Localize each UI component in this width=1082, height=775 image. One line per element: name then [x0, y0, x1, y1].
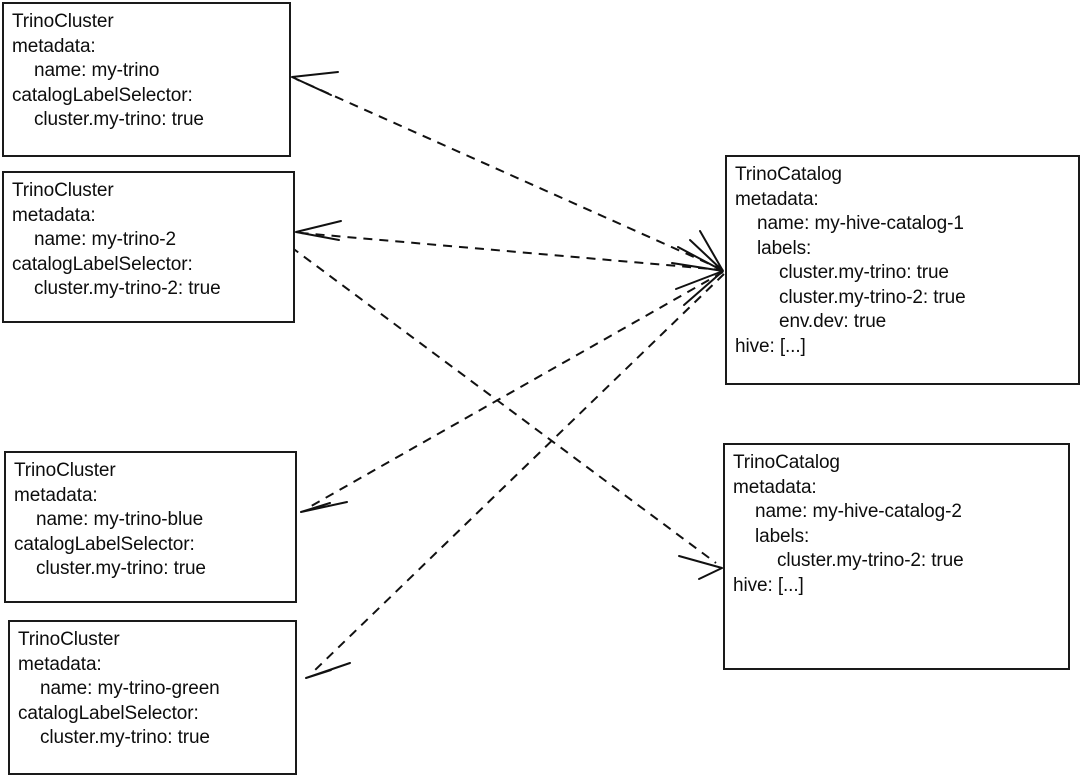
node-line: TrinoCatalog	[733, 452, 840, 473]
node-line: TrinoCluster	[12, 180, 114, 201]
node-line: cluster.my-trino: true	[779, 262, 949, 283]
node-trinocatalog-my-hive-catalog-2[interactable]: TrinoCatalog metadata: name: my-hive-cat…	[723, 443, 1070, 670]
node-line: metadata:	[733, 476, 817, 498]
node-trinocluster-my-trino-2[interactable]: TrinoCluster metadata: name: my-trino-2 …	[2, 171, 295, 323]
node-line: hive: [...]	[735, 335, 806, 357]
node-line: cluster.my-trino-2: true	[777, 550, 964, 571]
node-line: hive: [...]	[733, 574, 804, 596]
node-line: catalogLabelSelector:	[18, 702, 199, 724]
node-line: TrinoCluster	[12, 11, 114, 32]
node-line: cluster.my-trino-2: true	[34, 278, 221, 299]
node-trinocatalog-my-hive-catalog-1[interactable]: TrinoCatalog metadata: name: my-hive-cat…	[725, 155, 1080, 385]
node-line: catalogLabelSelector:	[12, 84, 193, 106]
node-trinocluster-my-trino-blue[interactable]: TrinoCluster metadata: name: my-trino-bl…	[4, 451, 297, 603]
edge-catalog1-to-my-trino-blue	[300, 271, 724, 513]
node-line: metadata:	[12, 35, 96, 57]
node-trinocluster-my-trino-green[interactable]: TrinoCluster metadata: name: my-trino-gr…	[8, 620, 297, 775]
node-line: cluster.my-trino: true	[36, 558, 206, 579]
node-line: TrinoCatalog	[735, 164, 842, 185]
node-line: name: my-trino-blue	[36, 509, 204, 530]
node-line: metadata:	[12, 204, 96, 226]
node-line: name: my-hive-catalog-2	[755, 501, 962, 522]
node-line: env.dev: true	[779, 311, 887, 332]
node-line: name: my-trino	[34, 60, 160, 81]
node-line: catalogLabelSelector:	[14, 533, 195, 555]
node-line: metadata:	[18, 653, 102, 675]
edge-my-trino-2-to-catalog2	[290, 246, 723, 580]
node-line: name: my-trino-green	[40, 678, 220, 699]
node-line: labels:	[757, 237, 812, 259]
node-line: cluster.my-trino: true	[34, 109, 204, 130]
node-trinocluster-my-trino[interactable]: TrinoCluster metadata: name: my-trino ca…	[2, 2, 291, 157]
node-line: TrinoCluster	[14, 460, 116, 481]
node-line: metadata:	[735, 188, 819, 210]
node-line: catalogLabelSelector:	[12, 253, 193, 275]
node-line: cluster.my-trino: true	[40, 727, 210, 748]
node-line: TrinoCluster	[18, 629, 120, 650]
arrow-convergence-point	[671, 230, 724, 306]
node-line: metadata:	[14, 484, 98, 506]
node-line: cluster.my-trino-2: true	[779, 286, 966, 308]
edge-catalog1-to-my-trino	[291, 71, 724, 271]
node-line: name: my-trino-2	[34, 229, 176, 250]
node-line: name: my-hive-catalog-1	[757, 213, 964, 234]
edge-catalog1-to-my-trino-green	[305, 273, 725, 679]
edge-catalog1-to-my-trino-2	[295, 220, 724, 271]
node-line: labels:	[755, 525, 810, 547]
